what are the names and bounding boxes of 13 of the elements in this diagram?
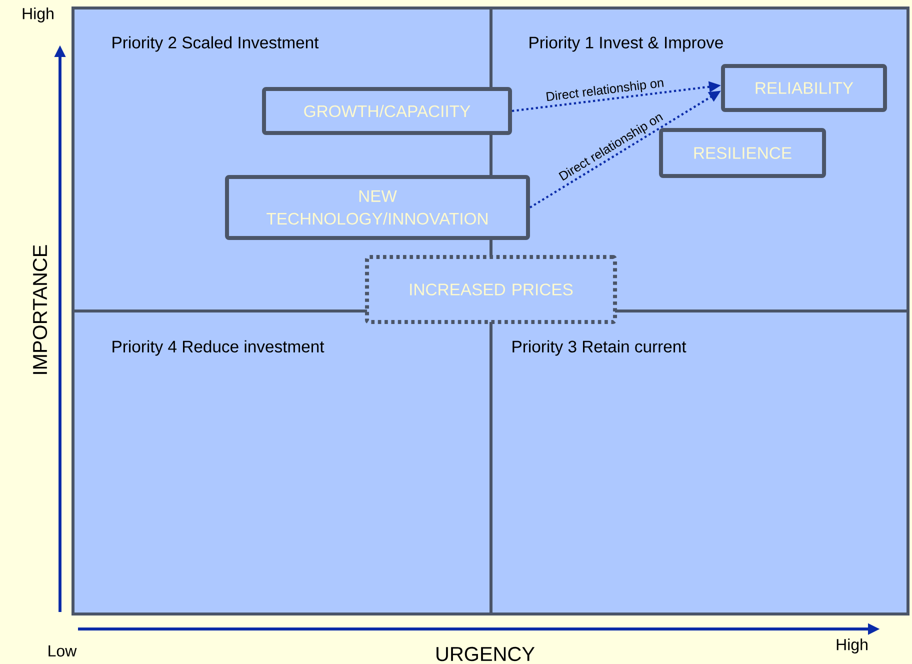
quadrant-panel: Priority 3 Retain current	[490, 310, 910, 616]
axis-title: IMPORTANCE	[32, 245, 48, 374]
label-box: NEW TECHNOLOGY/INNOVATION	[225, 175, 530, 240]
quadrant-panel: Priority 4 Reduce investment	[72, 310, 492, 616]
label-box: RESILIENCE	[659, 128, 826, 178]
label-box: GROWTH/CAPACIITY	[262, 87, 512, 135]
edge-label: Direct relationship on	[544, 76, 666, 106]
axis-label: Low	[48, 645, 77, 657]
axis-label: High	[22, 8, 54, 22]
axis-label: High	[836, 638, 868, 654]
dotted-box: INCREASED PRICES	[365, 255, 617, 324]
axis-title: URGENCY	[436, 646, 535, 662]
label-box: RELIABILITY	[721, 64, 887, 112]
